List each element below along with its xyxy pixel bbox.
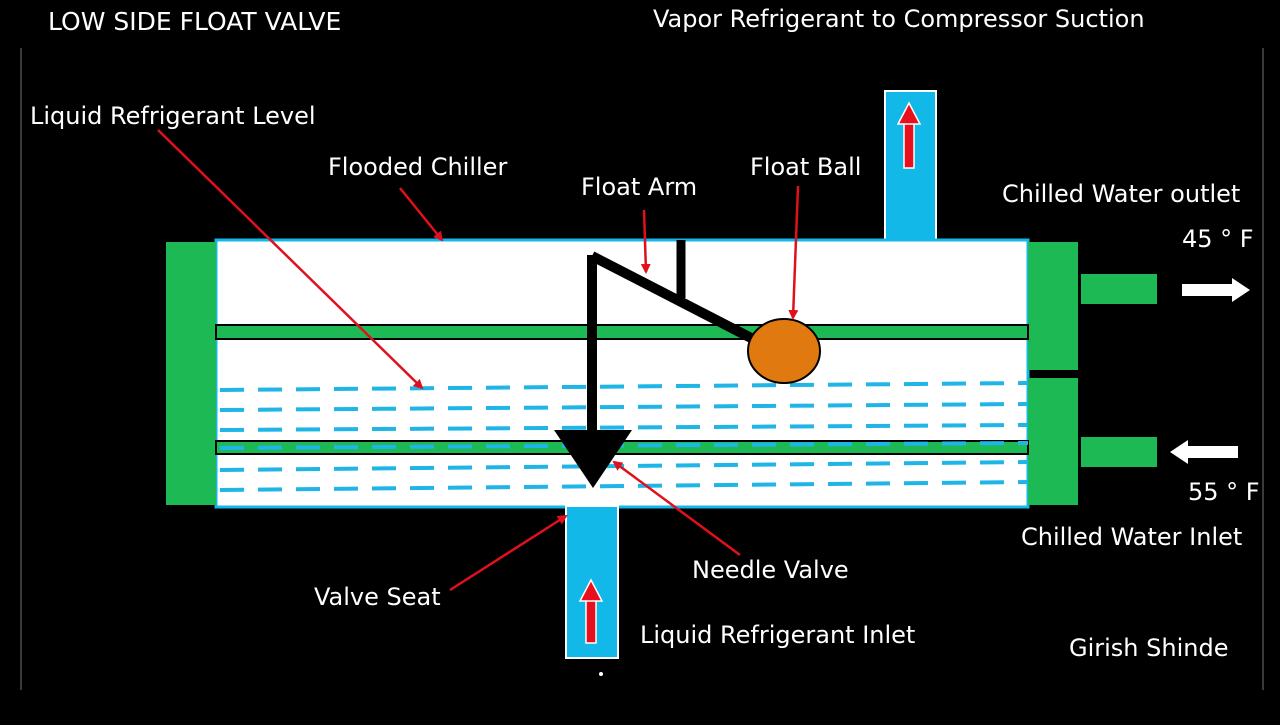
shell-right-end-lower xyxy=(1028,378,1078,505)
inlet-temp-label: 55 ° F xyxy=(1188,478,1260,506)
flooded-chiller-label: Flooded Chiller xyxy=(328,153,507,181)
leader-float-arm xyxy=(640,209,651,274)
outlet-temp-label: 45 ° F xyxy=(1182,225,1254,253)
liquid-level-label: Liquid Refrigerant Level xyxy=(30,102,316,130)
leader-flooded-chiller xyxy=(399,187,444,242)
leader-float-ball xyxy=(788,185,800,320)
float-arm xyxy=(587,240,758,432)
liquid-up-arrow-icon xyxy=(578,578,604,644)
chilled-water-inlet-label: Chilled Water Inlet xyxy=(1021,523,1242,551)
shell-right-end-upper xyxy=(1028,242,1078,370)
leader-valve-seat xyxy=(449,514,568,592)
chilled-water-outlet-nozzle xyxy=(1081,274,1157,304)
shell-left-end xyxy=(166,242,216,505)
water-tube-upper xyxy=(215,324,1029,340)
float-ball xyxy=(747,318,821,384)
water-out-arrow-icon xyxy=(1182,278,1250,302)
dot-marker xyxy=(599,672,603,676)
vapor-up-arrow-icon xyxy=(896,101,922,169)
float-arm-label: Float Arm xyxy=(581,173,697,201)
author-label: Girish Shinde xyxy=(1069,634,1228,662)
valve-seat-label: Valve Seat xyxy=(314,583,441,611)
water-in-arrow-icon xyxy=(1170,440,1238,464)
liquid-inlet-label: Liquid Refrigerant Inlet xyxy=(640,621,915,649)
liquid-refrigerant-level xyxy=(219,381,1029,492)
needle-valve xyxy=(554,430,632,488)
float-ball-label: Float Ball xyxy=(750,153,861,181)
needle-valve-label: Needle Valve xyxy=(692,556,849,584)
leader-needle-valve xyxy=(612,460,741,557)
chilled-water-inlet-nozzle xyxy=(1081,437,1157,467)
vapor-outlet-label: Vapor Refrigerant to Compressor Suction xyxy=(653,5,1145,33)
diagram-title: LOW SIDE FLOAT VALVE xyxy=(48,7,341,36)
chilled-water-outlet-label: Chilled Water outlet xyxy=(1002,180,1240,208)
leader-liquid-level xyxy=(157,129,424,390)
